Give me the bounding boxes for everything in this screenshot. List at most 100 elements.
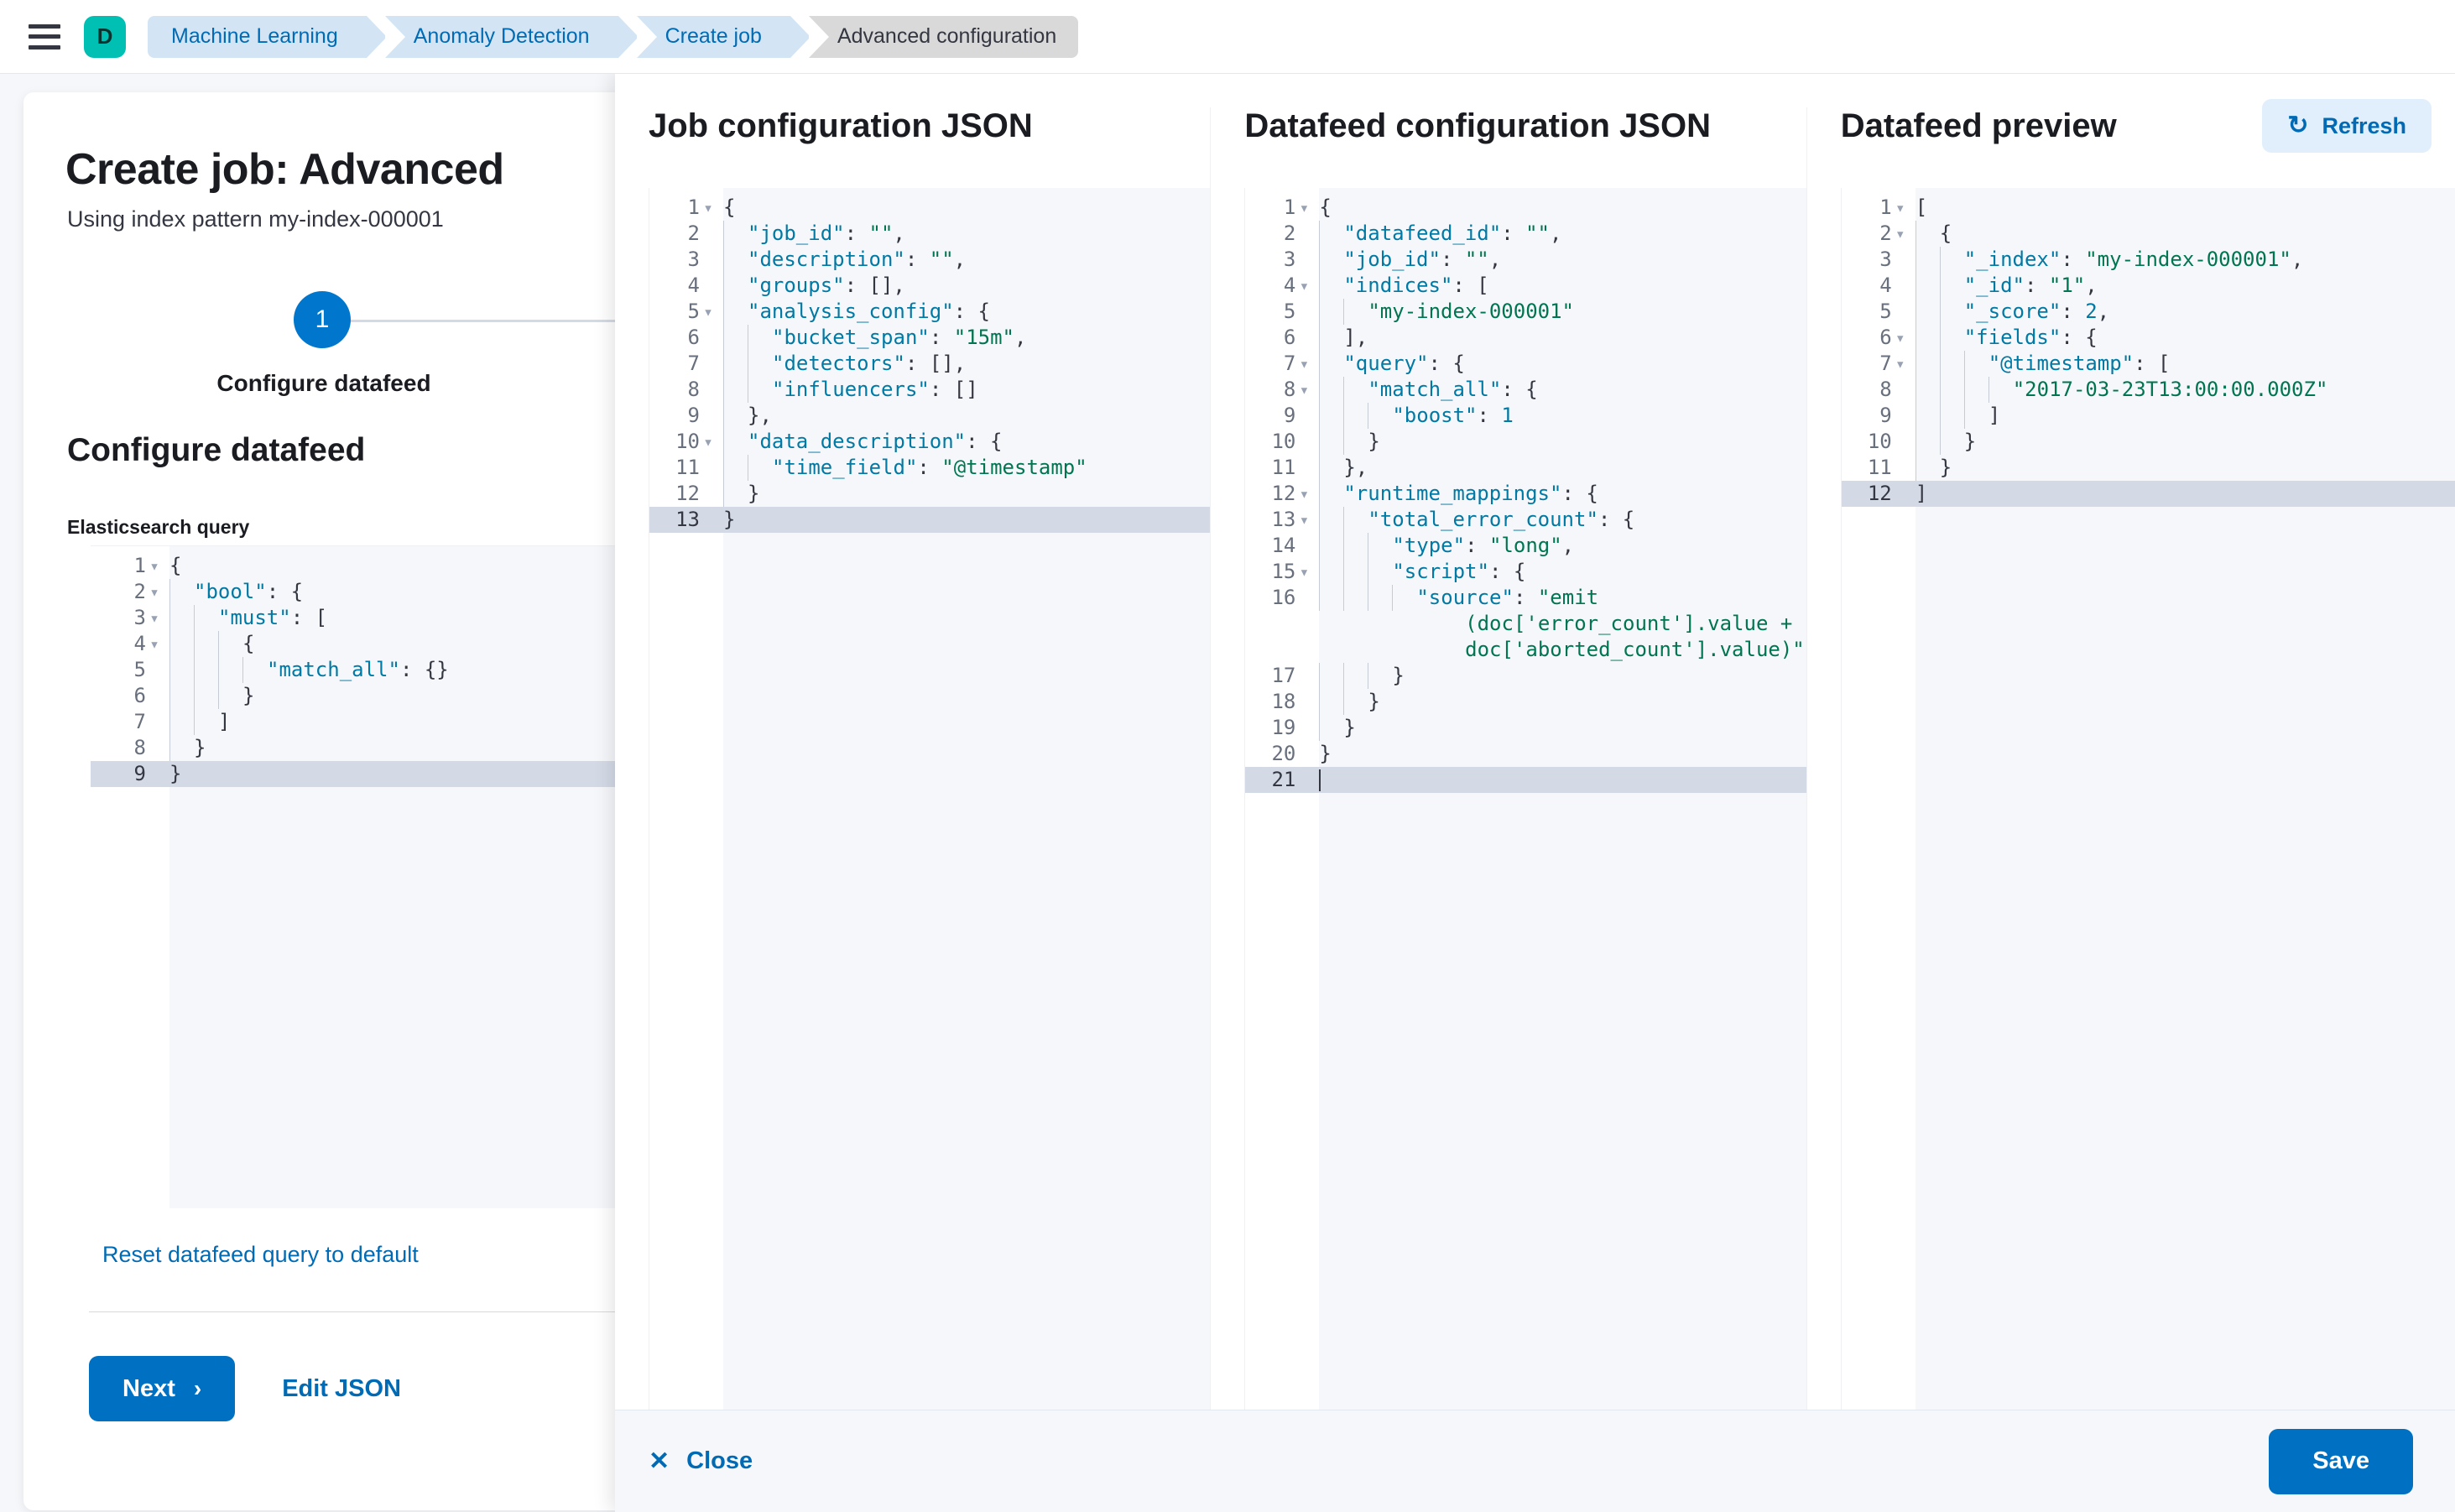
code-line[interactable]: "fields": {: [1915, 325, 2455, 351]
fold-arrow-icon[interactable]: ▾: [1895, 224, 1905, 243]
hamburger-menu-icon[interactable]: [29, 23, 60, 50]
hamburger-bar: [29, 44, 60, 50]
code-line[interactable]: "_id": "1",: [1915, 273, 2455, 299]
code-line[interactable]: ],: [1319, 325, 1806, 351]
code-line[interactable]: "job_id": "",: [723, 221, 1210, 247]
code-line[interactable]: "match_all": {: [1319, 377, 1806, 403]
code-line[interactable]: "influencers": []: [723, 377, 1210, 403]
code-line[interactable]: "indices": [: [1319, 273, 1806, 299]
code-text: "query": {: [1343, 352, 1465, 375]
fold-arrow-icon[interactable]: ▾: [149, 582, 159, 602]
code-line[interactable]: "runtime_mappings": {: [1319, 481, 1806, 507]
reset-datafeed-query-link[interactable]: Reset datafeed query to default: [102, 1242, 419, 1267]
code-line[interactable]: "type": "long",: [1319, 533, 1806, 559]
code-line[interactable]: }: [1915, 455, 2455, 481]
gutter-line: 3: [1879, 248, 1892, 271]
code-line[interactable]: }: [169, 735, 779, 761]
code-line[interactable]: "data_description": {: [723, 429, 1210, 455]
save-button[interactable]: Save: [2269, 1428, 2413, 1494]
code-line[interactable]: },: [723, 403, 1210, 429]
code-line[interactable]: "@timestamp": [: [1915, 351, 2455, 377]
code-line[interactable]: "time_field": "@timestamp": [723, 455, 1210, 481]
fold-arrow-icon[interactable]: ▾: [1299, 510, 1310, 529]
code-line[interactable]: ]: [1915, 481, 2455, 507]
breadcrumb-item-1[interactable]: Anomaly Detection: [384, 15, 639, 58]
code-line[interactable]: "2017-03-23T13:00:00.000Z": [1915, 377, 2455, 403]
editor-code[interactable]: { "bool": { "must": [ { "match_all": {} …: [169, 546, 779, 1208]
gutter-line: 19: [1271, 716, 1296, 739]
fold-arrow-icon[interactable]: ▾: [149, 634, 159, 654]
code-line[interactable]: }: [1319, 663, 1806, 689]
code-line[interactable]: "description": "",: [723, 247, 1210, 273]
code-line[interactable]: "job_id": "",: [1319, 247, 1806, 273]
code-line[interactable]: "_score": 2,: [1915, 299, 2455, 325]
code-line[interactable]: [1319, 767, 1806, 793]
gutter-line: 3▾: [91, 605, 169, 631]
code-line[interactable]: "match_all": {}: [169, 657, 779, 683]
code-line[interactable]: }: [169, 683, 779, 709]
fold-arrow-icon[interactable]: ▾: [703, 198, 713, 217]
fold-arrow-icon[interactable]: ▾: [1299, 562, 1310, 581]
code-line[interactable]: "bool": {: [169, 579, 779, 605]
code-line[interactable]: "total_error_count": {: [1319, 507, 1806, 533]
code-line[interactable]: }: [723, 507, 1211, 533]
avatar[interactable]: D: [84, 15, 126, 58]
fold-arrow-icon[interactable]: ▾: [703, 432, 713, 451]
hamburger-bar: [29, 34, 60, 39]
next-button[interactable]: Next ›: [89, 1356, 236, 1421]
code-line[interactable]: "query": {: [1319, 351, 1806, 377]
code-line[interactable]: "must": [: [169, 605, 779, 631]
code-line[interactable]: }: [723, 481, 1210, 507]
refresh-button[interactable]: ↻Refresh: [2262, 99, 2432, 153]
code-line[interactable]: "detectors": [],: [723, 351, 1210, 377]
code-line[interactable]: }: [1319, 715, 1806, 741]
fold-arrow-icon[interactable]: ▾: [1895, 328, 1905, 347]
close-button[interactable]: ✕ Close: [649, 1447, 753, 1475]
editor-code[interactable]: [ { "_index": "my-index-000001", "_id": …: [1915, 188, 2455, 1410]
code-line[interactable]: }: [1319, 689, 1806, 715]
fold-arrow-icon[interactable]: ▾: [1299, 484, 1310, 503]
code-line[interactable]: "source": "emit (doc['error_count'].valu…: [1319, 585, 1806, 663]
breadcrumb-item-2[interactable]: Create job: [636, 15, 811, 58]
fold-arrow-icon[interactable]: ▾: [1299, 198, 1310, 217]
code-line[interactable]: "bucket_span": "15m",: [723, 325, 1210, 351]
code-line[interactable]: }: [1319, 429, 1806, 455]
fold-arrow-icon[interactable]: ▾: [149, 608, 159, 628]
code-line[interactable]: ]: [1915, 403, 2455, 429]
fold-arrow-icon[interactable]: ▾: [1895, 354, 1905, 373]
breadcrumb-item-0[interactable]: Machine Learning: [148, 15, 387, 58]
code-line[interactable]: }: [1915, 429, 2455, 455]
code-line[interactable]: "_index": "my-index-000001",: [1915, 247, 2455, 273]
code-line[interactable]: "boost": 1: [1319, 403, 1806, 429]
code-line[interactable]: {: [169, 553, 779, 579]
fold-arrow-icon[interactable]: ▾: [1299, 380, 1310, 399]
code-line[interactable]: [: [1916, 195, 2455, 221]
code-line[interactable]: {: [169, 631, 779, 657]
code-line[interactable]: "my-index-000001": [1319, 299, 1806, 325]
code-text: ]: [218, 710, 231, 733]
fold-arrow-icon[interactable]: ▾: [703, 302, 713, 321]
code-line[interactable]: {: [1915, 221, 2455, 247]
editor-code[interactable]: { "job_id": "", "description": "", "grou…: [723, 188, 1211, 1410]
code-line[interactable]: ]: [169, 709, 779, 735]
fold-arrow-icon[interactable]: ▾: [1299, 276, 1310, 295]
indent-guide: [1988, 377, 2013, 403]
code-line[interactable]: }: [1319, 741, 1806, 767]
code-line[interactable]: {: [1319, 195, 1806, 221]
code-text: [1319, 767, 1806, 793]
editor-code[interactable]: { "datafeed_id": "", "job_id": "", "indi…: [1319, 188, 1806, 1410]
fold-arrow-icon[interactable]: ▾: [1299, 354, 1310, 373]
step-1-circle[interactable]: 1: [294, 291, 351, 348]
code-line[interactable]: "groups": [],: [723, 273, 1210, 299]
code-line[interactable]: {: [723, 195, 1210, 221]
code-line[interactable]: "script": {: [1319, 559, 1806, 585]
fold-arrow-icon[interactable]: ▾: [1895, 198, 1905, 217]
code-line[interactable]: "datafeed_id": "",: [1319, 221, 1806, 247]
edit-json-button[interactable]: Edit JSON: [282, 1374, 401, 1402]
code-line[interactable]: },: [1319, 455, 1806, 481]
code-line[interactable]: "analysis_config": {: [723, 299, 1210, 325]
fold-arrow-icon[interactable]: ▾: [149, 556, 159, 576]
